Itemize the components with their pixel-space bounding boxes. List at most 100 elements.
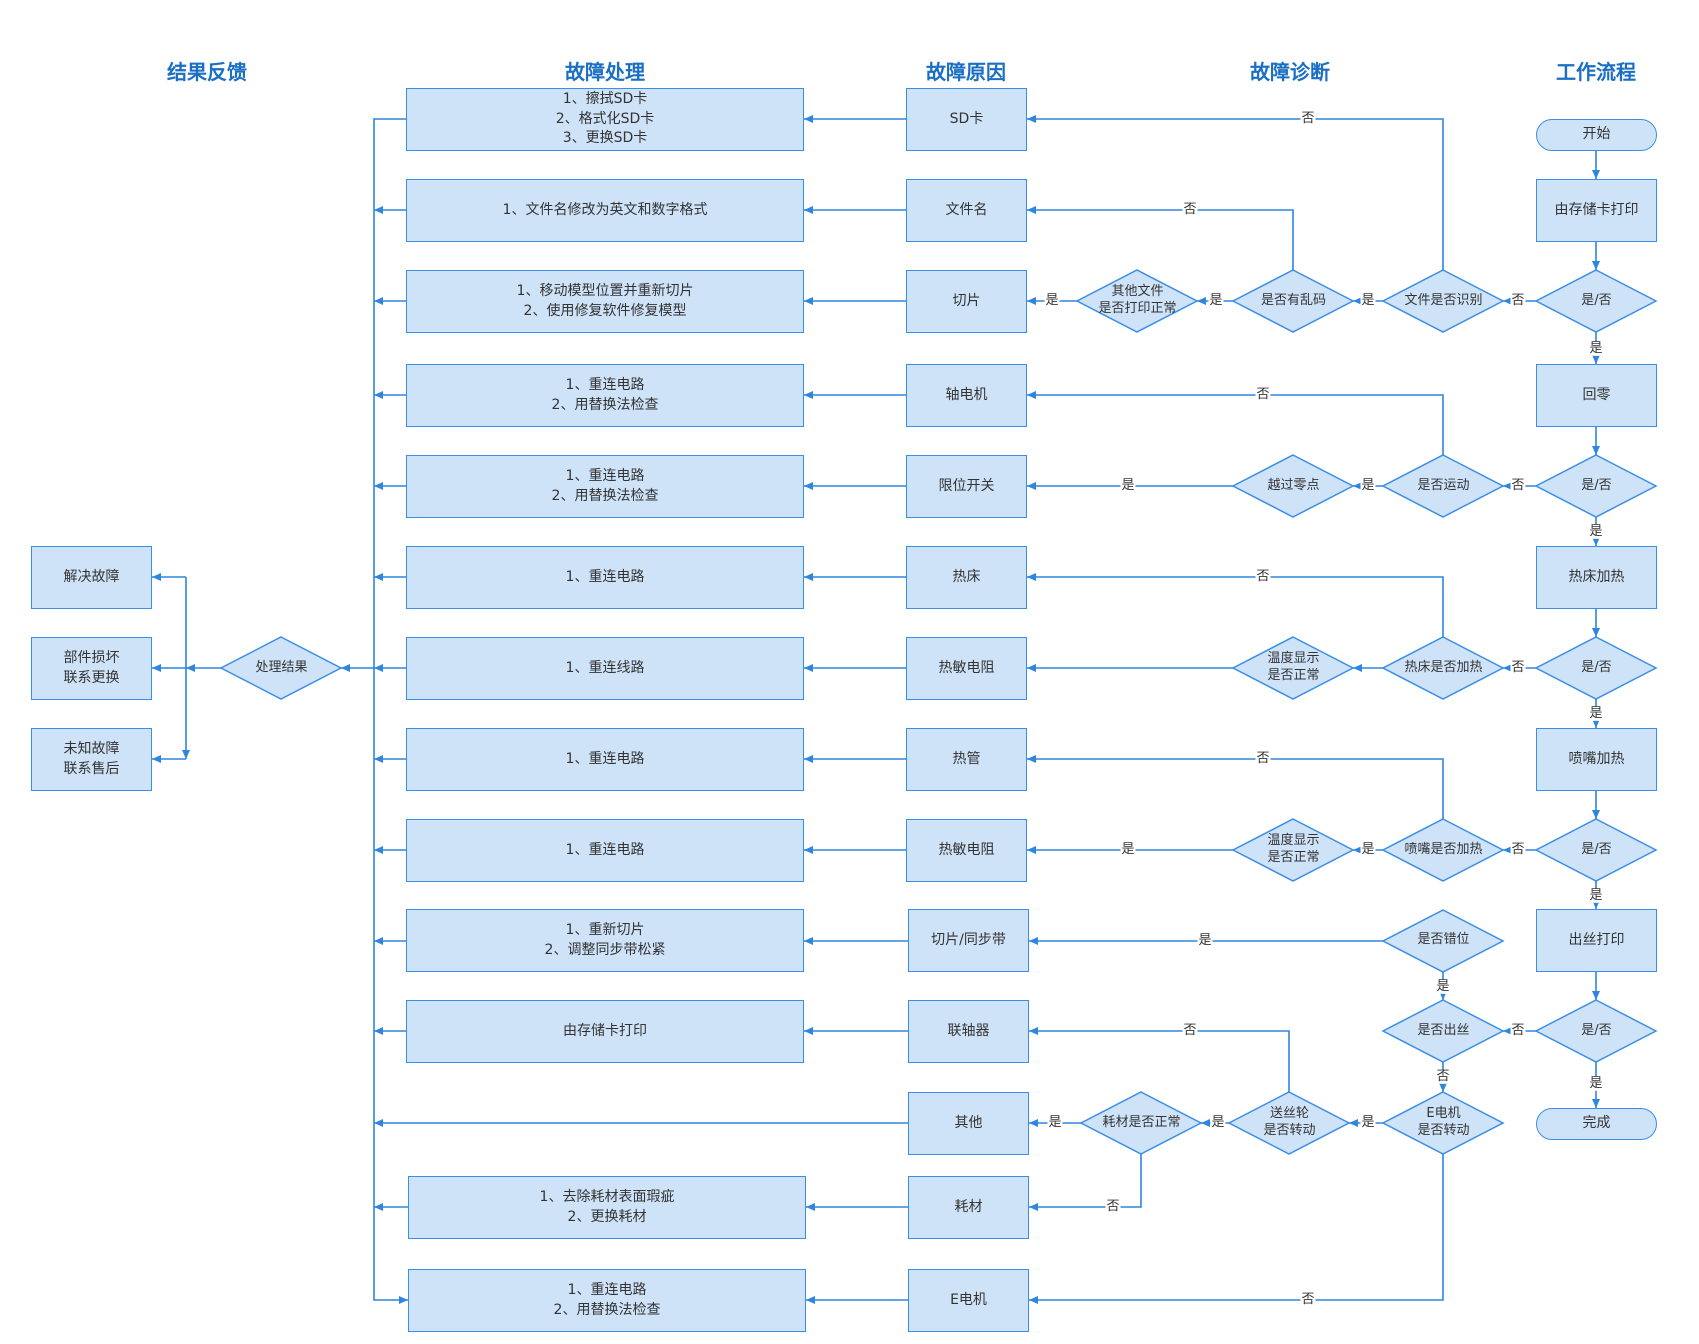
cause-filament[interactable]: 耗材	[908, 1176, 1029, 1239]
edge-label-yes: 是	[1588, 340, 1604, 357]
temp-ok-1-line-1: 温度显示	[1267, 651, 1320, 667]
result-part-damaged[interactable]: 部件损坏 联系更换	[31, 637, 152, 700]
other-file-ok-line-2: 是否打印正常	[1098, 301, 1177, 316]
decision-other-file-ok[interactable]: 其他文件 是否打印正常	[1077, 270, 1198, 332]
handling-slice-line-1: 1、移动模型位置并重新切片	[516, 282, 694, 299]
start-node[interactable]: 开始	[1536, 119, 1657, 151]
connector-arrow	[1027, 573, 1444, 637]
decision-handling-result[interactable]: 处理结果	[255, 659, 308, 675]
diamond-past-zero	[1231, 454, 1355, 518]
handling-limit-switch[interactable]: 1、重连电路 2、用替换法检查	[406, 455, 804, 518]
bed-heating-step[interactable]: 热床加热	[1536, 546, 1657, 609]
decision-filament-ok[interactable]: 耗材是否正常	[1102, 1114, 1181, 1130]
edge-label-no: 否	[1510, 841, 1526, 858]
handling-slice-belt-line-1: 1、重新切片	[565, 921, 645, 938]
cause-axis-motor[interactable]: 轴电机	[906, 364, 1027, 427]
handling-sd-card[interactable]: 1、擦拭SD卡 2、格式化SD卡 3、更换SD卡	[406, 88, 804, 151]
handling-limit-line-2: 2、用替换法检查	[551, 487, 659, 504]
handling-filament[interactable]: 1、去除耗材表面瑕疵 2、更换耗材	[408, 1176, 806, 1239]
edge-label-no: 否	[1255, 386, 1271, 403]
handling-hotbed[interactable]: 1、重连电路	[406, 546, 804, 609]
decision-file-recognized[interactable]: 文件是否识别	[1404, 292, 1483, 308]
decision-yes-no-4[interactable]: 是/否	[1581, 841, 1612, 857]
cause-e-motor[interactable]: E电机	[908, 1269, 1029, 1332]
cause-coupler[interactable]: 联轴器	[908, 1000, 1029, 1063]
handling-axis-line-1: 1、重连电路	[565, 376, 645, 393]
edge-label-no: 否	[1300, 1291, 1316, 1308]
temp-ok-1-line-2: 是否正常	[1267, 668, 1320, 683]
decision-misaligned[interactable]: 是否错位	[1417, 931, 1470, 947]
edge-label-yes: 是	[1120, 477, 1136, 494]
cause-filename[interactable]: 文件名	[906, 179, 1027, 242]
edge-label-no: 否	[1510, 659, 1526, 676]
cause-sd-card[interactable]: SD卡	[906, 88, 1027, 151]
decision-past-zero[interactable]: 越过零点	[1267, 477, 1320, 493]
result-fixed[interactable]: 解决故障	[31, 546, 152, 609]
edge-label-no: 否	[1105, 1198, 1121, 1215]
decision-nozzle-heating[interactable]: 喷嘴是否加热	[1404, 841, 1483, 857]
cause-heat-tube[interactable]: 热管	[906, 728, 1027, 791]
handling-slice-belt[interactable]: 1、重新切片 2、调整同步带松紧	[406, 909, 804, 972]
decision-yes-no-2[interactable]: 是/否	[1581, 477, 1612, 493]
edge-label-yes: 是	[1044, 292, 1060, 309]
edge-label-yes: 是	[1588, 1075, 1604, 1092]
handling-coupler[interactable]: 由存储卡打印	[406, 1000, 804, 1063]
handling-sd-line-3: 3、更换SD卡	[562, 130, 648, 147]
cause-thermistor-1[interactable]: 热敏电阻	[906, 637, 1027, 700]
decision-e-motor-turning[interactable]: E电机 是否转动	[1383, 1092, 1504, 1154]
edge-label-yes: 是	[1120, 841, 1136, 858]
decision-yes-no-1[interactable]: 是/否	[1581, 292, 1612, 308]
edge-label-yes: 是	[1047, 1114, 1063, 1131]
handling-axis-motor[interactable]: 1、重连电路 2、用替换法检查	[406, 364, 804, 427]
diamond-temp-ok-1	[1231, 636, 1355, 700]
decision-bed-heating[interactable]: 热床是否加热	[1404, 659, 1483, 675]
cause-slice[interactable]: 切片	[906, 270, 1027, 333]
other-file-ok-line-1: 其他文件	[1111, 284, 1164, 300]
cause-hotbed[interactable]: 热床	[906, 546, 1027, 609]
sd-print-step[interactable]: 由存储卡打印	[1536, 179, 1657, 242]
handling-filename[interactable]: 1、文件名修改为英文和数字格式	[406, 179, 804, 242]
handling-heat-tube-line-1: 1、重连电路	[565, 750, 645, 767]
handling-e-motor-line-1: 1、重连电路	[567, 1281, 647, 1298]
handling-heat-tube[interactable]: 1、重连电路	[406, 728, 804, 791]
decision-feed-wheel-turning[interactable]: 送丝轮 是否转动	[1229, 1092, 1350, 1154]
diamond-feed-wheel-turning	[1227, 1091, 1351, 1155]
decision-temp-ok-2[interactable]: 温度显示 是否正常	[1233, 819, 1354, 881]
cause-other[interactable]: 其他	[908, 1092, 1029, 1155]
handling-slice[interactable]: 1、移动模型位置并重新切片 2、使用修复软件修复模型	[406, 270, 804, 333]
connector-arrow	[1029, 1154, 1444, 1304]
diamond-moving	[1381, 454, 1505, 518]
decision-extruding[interactable]: 是否出丝	[1417, 1022, 1470, 1038]
filament-print-step[interactable]: 出丝打印	[1536, 909, 1657, 972]
decision-garbled[interactable]: 是否有乱码	[1260, 292, 1326, 308]
header-feedback: 结果反馈	[167, 60, 247, 84]
decision-yes-no-5[interactable]: 是/否	[1581, 1022, 1612, 1038]
diamond-other-file-ok	[1075, 269, 1199, 333]
decision-yes-no-3[interactable]: 是/否	[1581, 659, 1612, 675]
handling-slice-belt-line-2: 2、调整同步带松紧	[544, 941, 666, 958]
feed-wheel-line-2: 是否转动	[1263, 1123, 1316, 1138]
handling-e-motor[interactable]: 1、重连电路 2、用替换法检查	[408, 1269, 806, 1332]
handling-sd-line-2: 2、格式化SD卡	[555, 110, 655, 127]
handling-hotbed-line-1: 1、重连电路	[565, 568, 645, 585]
homing-step[interactable]: 回零	[1536, 364, 1657, 427]
edge-label-no: 否	[1435, 1068, 1451, 1085]
e-motor-turning-line-2: 是否转动	[1417, 1123, 1470, 1138]
handling-e-motor-line-2: 2、用替换法检查	[553, 1301, 661, 1318]
cause-slice-belt[interactable]: 切片/同步带	[908, 909, 1029, 972]
cause-limit-switch[interactable]: 限位开关	[906, 455, 1027, 518]
done-node[interactable]: 完成	[1536, 1108, 1657, 1140]
nozzle-heating-step[interactable]: 喷嘴加热	[1536, 728, 1657, 791]
decision-moving[interactable]: 是否运动	[1417, 477, 1470, 493]
diamond-garbled	[1231, 269, 1355, 333]
edge-label-yes: 是	[1360, 1114, 1376, 1131]
connector-arrow	[373, 118, 408, 1304]
decision-temp-ok-1[interactable]: 温度显示 是否正常	[1233, 637, 1354, 699]
cause-thermistor-2[interactable]: 热敏电阻	[906, 819, 1027, 882]
handling-thermistor-1[interactable]: 1、重连线路	[406, 637, 804, 700]
handling-thermistor-2[interactable]: 1、重连电路	[406, 819, 804, 882]
result-unknown[interactable]: 未知故障 联系售后	[31, 728, 152, 791]
header-diagnosis: 故障诊断	[1250, 60, 1330, 84]
handling-limit-line-1: 1、重连电路	[565, 467, 645, 484]
